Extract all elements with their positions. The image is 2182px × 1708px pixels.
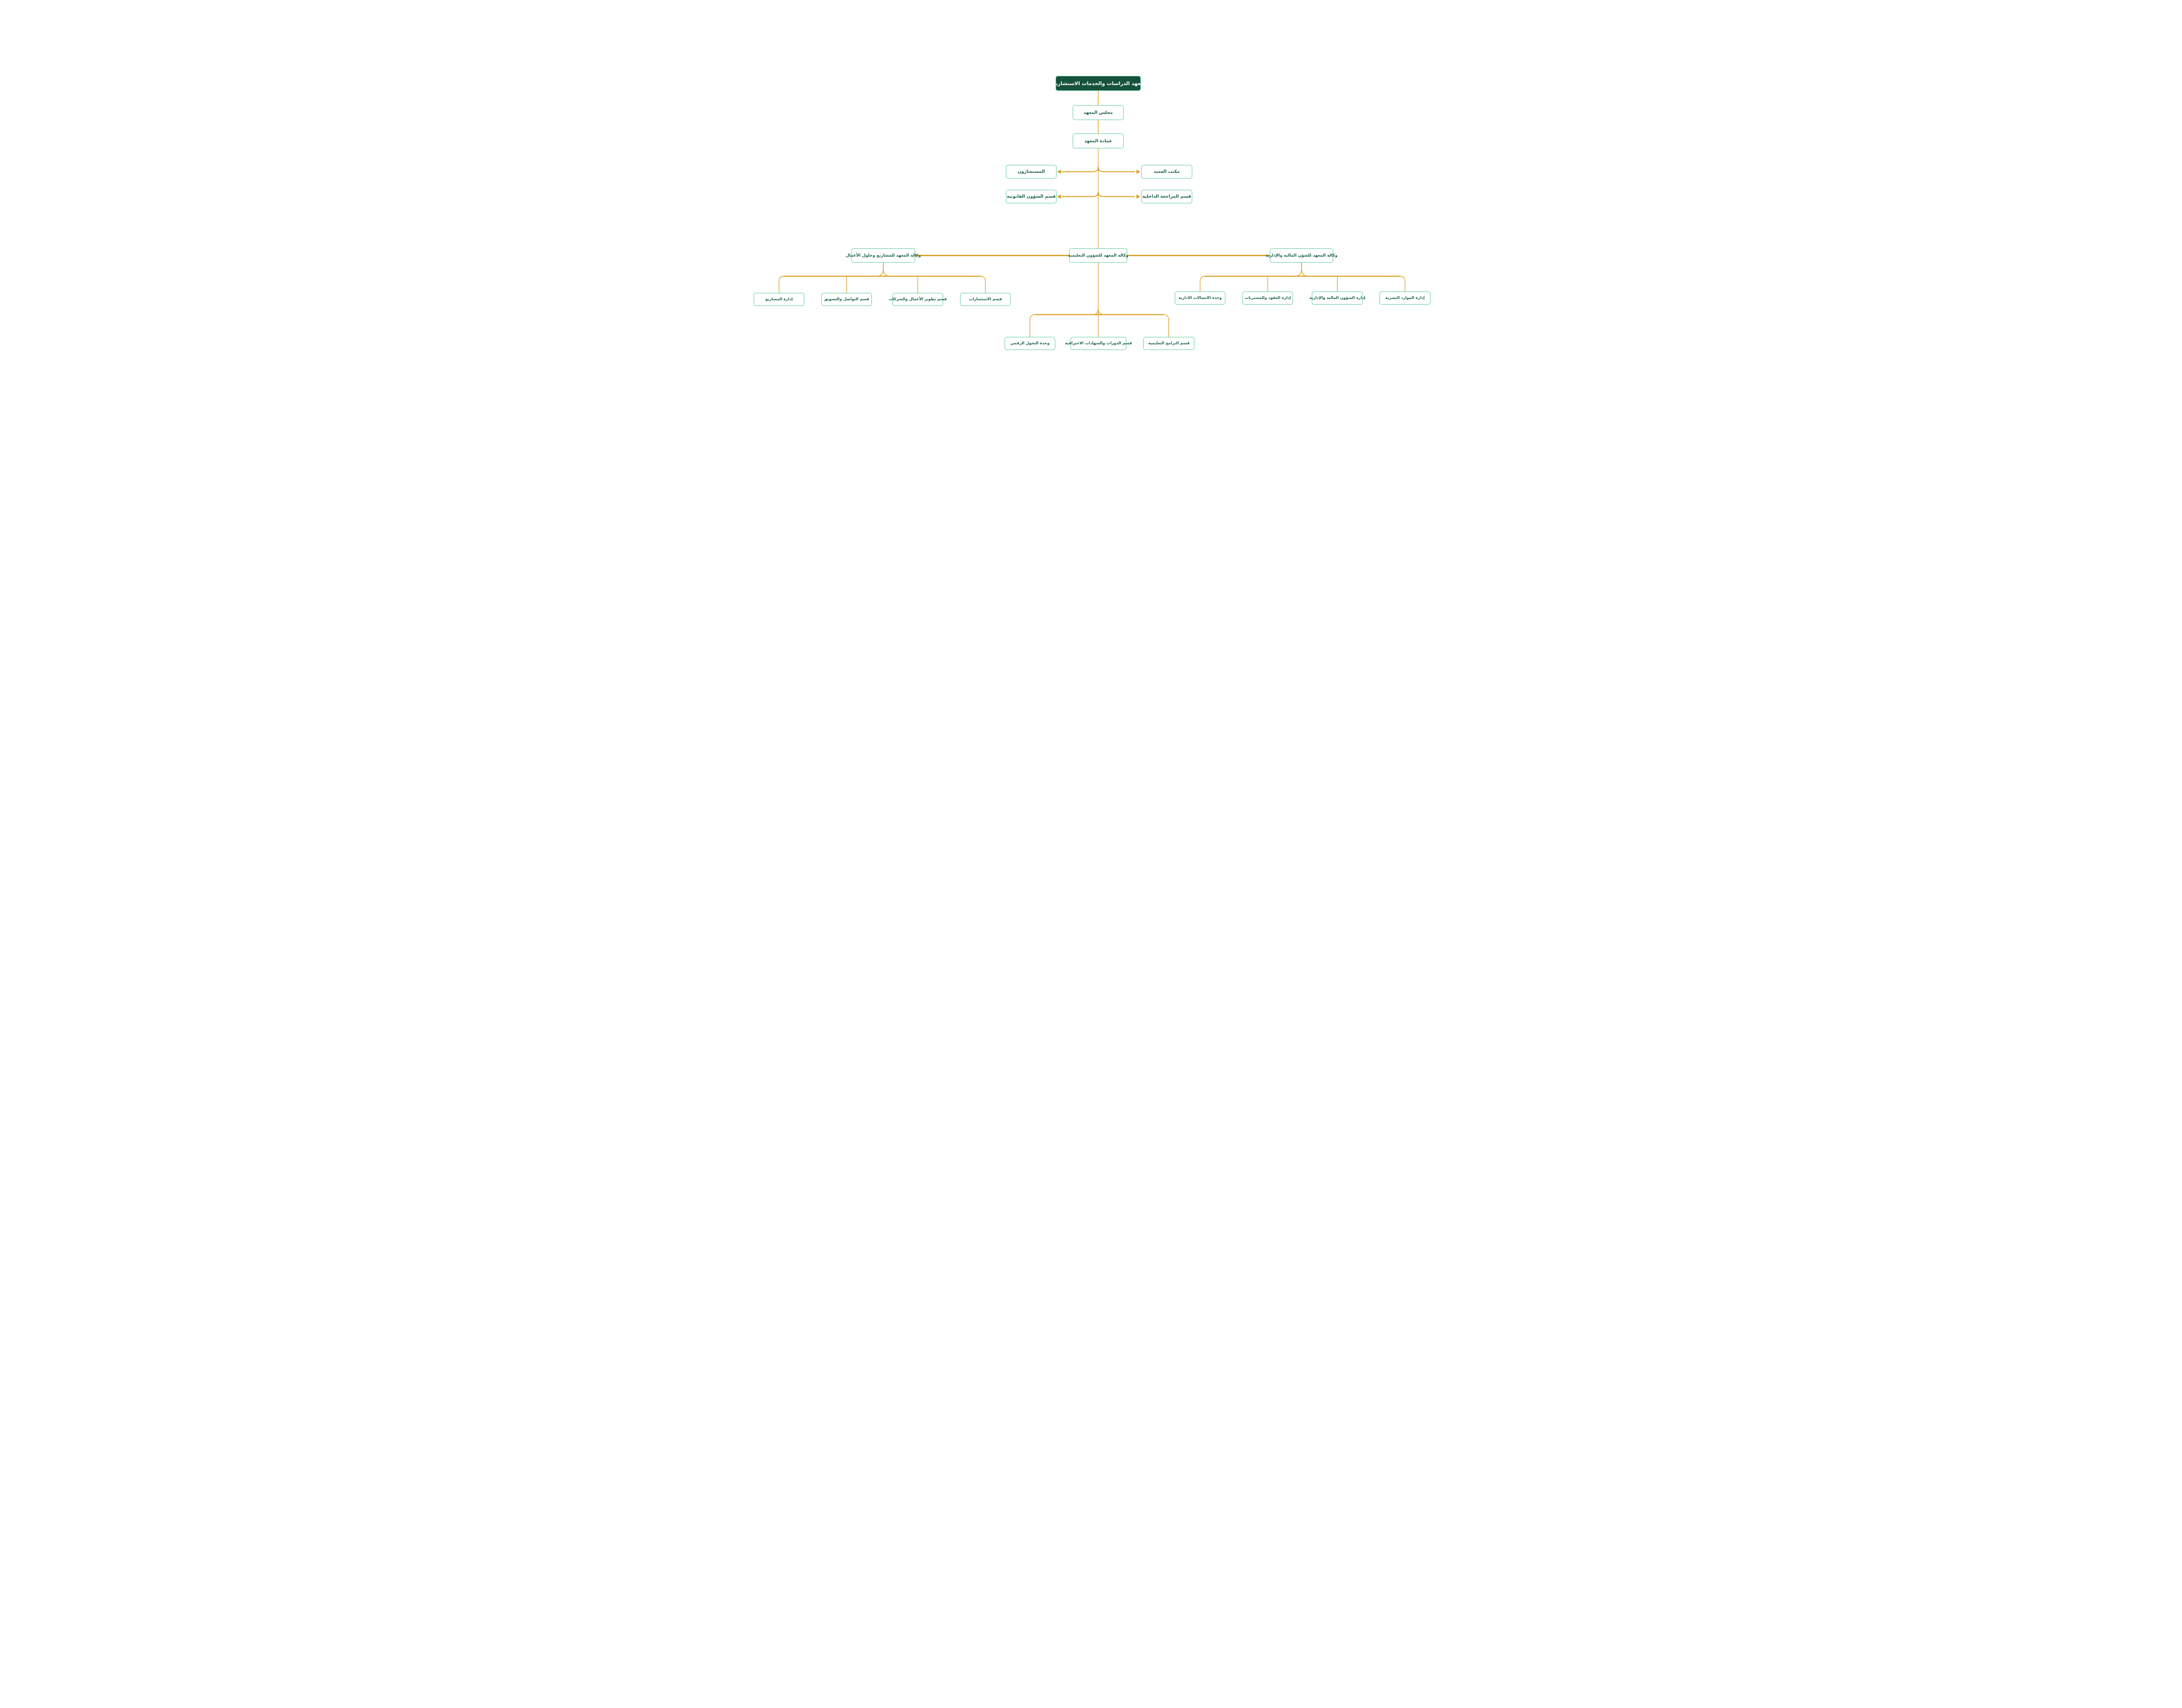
arrowhead-right-audit	[1136, 194, 1140, 199]
node-wing-projects: وكالة المعهد للمشاريع وحلول الأعمال	[846, 248, 921, 263]
node-deanship: عمادة المعهد	[1073, 134, 1124, 148]
node-consulting: قسم الاستشارات	[960, 293, 1011, 306]
node-root: معهد الدراسات والخدمات الاستشارية	[1053, 76, 1144, 91]
node-digital-transformation: وحدة التحول الرقمي	[1005, 337, 1055, 350]
arrowhead-left-legal	[1057, 194, 1061, 199]
node-comms-marketing: قسم التواصل والتسويق	[821, 293, 872, 306]
node-projects-mgmt: إدارة المشاريع	[754, 293, 804, 306]
node-admin-comms: وحدة الاتصالات الادارية	[1175, 292, 1225, 305]
node-edu-programs: قسم البرامج التعليمية	[1143, 337, 1194, 350]
node-internal-audit: قسم المراجعة الداخلية	[1141, 190, 1192, 203]
node-consultants: المستشارون	[1006, 165, 1057, 178]
node-council: مجلس المعهد	[1073, 105, 1124, 120]
arrowhead-right-dean-office	[1136, 169, 1140, 174]
node-legal-affairs: قسم الشؤون القانونية	[1006, 190, 1057, 203]
connector-lines	[779, 91, 1406, 337]
node-wing-finance: وكالة المعهد للشؤن المالية والإدارية	[1266, 248, 1338, 263]
node-hr: إدارة الموارد البشرية	[1379, 292, 1431, 305]
node-business-dev: قسم تطوير الأعمال والشركات	[889, 293, 947, 306]
node-dean-office: مكتب العميد	[1141, 165, 1192, 178]
arrowhead-left-consultants	[1057, 169, 1061, 174]
node-courses-certs: قسم الدورات والشهادات الاحترافية	[1065, 337, 1132, 350]
node-contracts-procurement: إدارة العقود والمشتريات	[1242, 292, 1293, 305]
node-financial-admin-affairs: إدارة الشؤون المالية والإدارية	[1310, 292, 1365, 305]
org-chart-canvas: معهد الدراسات والخدمات الاستشارية مجلس ا…	[742, 0, 1440, 427]
node-wing-education: وكالة المعهد للشؤون التعليمية	[1068, 248, 1129, 263]
